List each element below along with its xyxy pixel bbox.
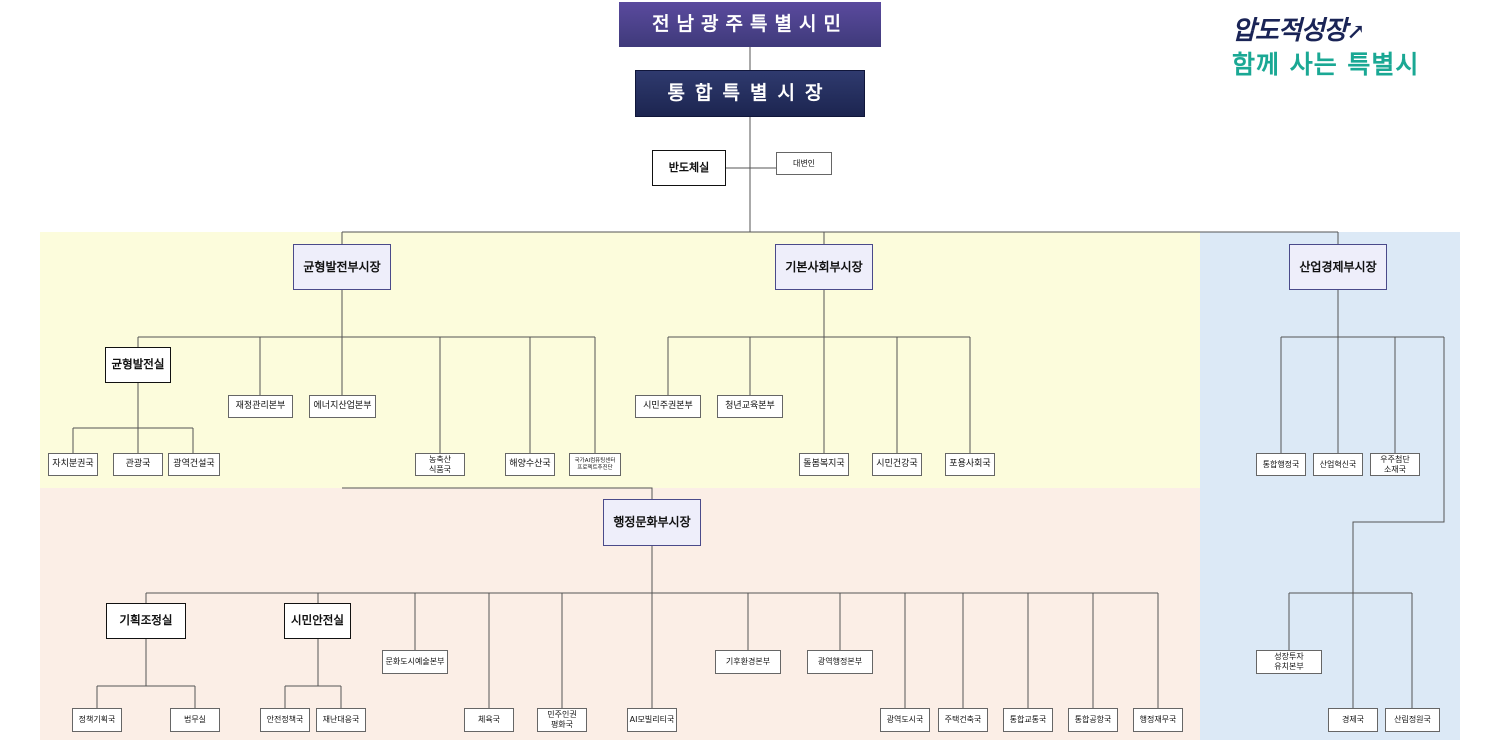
bureau-box: 체육국 — [464, 708, 514, 732]
balanced-social-zone — [40, 232, 1200, 488]
bureau-box: AI모빌리티국 — [627, 708, 677, 732]
bureau-box: 광역건설국 — [168, 453, 220, 476]
spokesperson-box: 대변인 — [776, 152, 832, 175]
slogan-line2: 함께 사는 특별시 — [1232, 50, 1420, 79]
bureau-box: 해양수산국 — [505, 453, 555, 476]
bureau-box: 통합공항국 — [1068, 708, 1118, 732]
bureau-box: 행정재무국 — [1133, 708, 1183, 732]
bureau-box: 문화도시예술본부 — [382, 650, 448, 674]
bureau-box: 농축산 식품국 — [415, 453, 465, 476]
bureau-box: 시민주권본부 — [635, 395, 701, 418]
safety-office-box: 시민안전실 — [284, 603, 351, 639]
bureau-box: 재난대응국 — [316, 708, 366, 732]
social-vice-mayor-box: 기본사회부시장 — [775, 244, 873, 290]
bureau-box: 경제국 — [1328, 708, 1378, 732]
bureau-box: 산업혁신국 — [1313, 453, 1363, 476]
bureau-box: 법무실 — [170, 708, 220, 732]
bureau-box: 재정관리본부 — [228, 395, 293, 418]
bureau-box: 정책기획국 — [72, 708, 122, 732]
bureau-box: 광역행정본부 — [807, 650, 873, 674]
balanced-vice-mayor-box: 균형발전부시장 — [293, 244, 391, 290]
mayor-box: 통합특별시장 — [635, 70, 865, 117]
balanced-office-box: 균형발전실 — [105, 347, 171, 383]
industry-zone — [1200, 232, 1460, 740]
planning-office-box: 기획조정실 — [106, 603, 186, 639]
bureau-box: 통합행정국 — [1256, 453, 1306, 476]
bureau-box: 시민건강국 — [872, 453, 922, 476]
semiconductor-office-box: 반도체실 — [652, 150, 726, 186]
bureau-box: 관광국 — [113, 453, 163, 476]
slogan: 압도적성장↗ 함께 사는 특별시 — [1232, 10, 1447, 81]
bureau-box: 에너지산업본부 — [309, 395, 376, 418]
bureau-box: 자치분권국 — [48, 453, 98, 476]
bureau-box: 청년교육본부 — [717, 395, 783, 418]
bureau-box: 통합교통국 — [1003, 708, 1053, 732]
arrow-up-icon: ↗ — [1346, 19, 1365, 45]
bureau-box: 산림정원국 — [1385, 708, 1440, 732]
bureau-box: 포용사회국 — [945, 453, 995, 476]
bureau-box: 민주인권 평화국 — [537, 708, 587, 732]
bureau-box: 성장투자 유치본부 — [1256, 650, 1322, 674]
bureau-box: 돌봄복지국 — [799, 453, 849, 476]
admin-vice-mayor-box: 행정문화부시장 — [603, 499, 701, 546]
slogan-line1: 압도적성장 — [1232, 16, 1348, 46]
bureau-box: 안전정책국 — [260, 708, 310, 732]
industry-vice-mayor-box: 산업경제부시장 — [1289, 244, 1387, 290]
bureau-box: 기후환경본부 — [715, 650, 781, 674]
bureau-box: 우주첨단 소재국 — [1370, 453, 1420, 476]
bureau-box: 광역도시국 — [880, 708, 930, 732]
bureau-box: 국가AI컴퓨팅센터 프로젝트추진단 — [569, 453, 621, 476]
citizens-box: 전남광주특별시민 — [619, 2, 881, 47]
bureau-box: 주택건축국 — [938, 708, 988, 732]
